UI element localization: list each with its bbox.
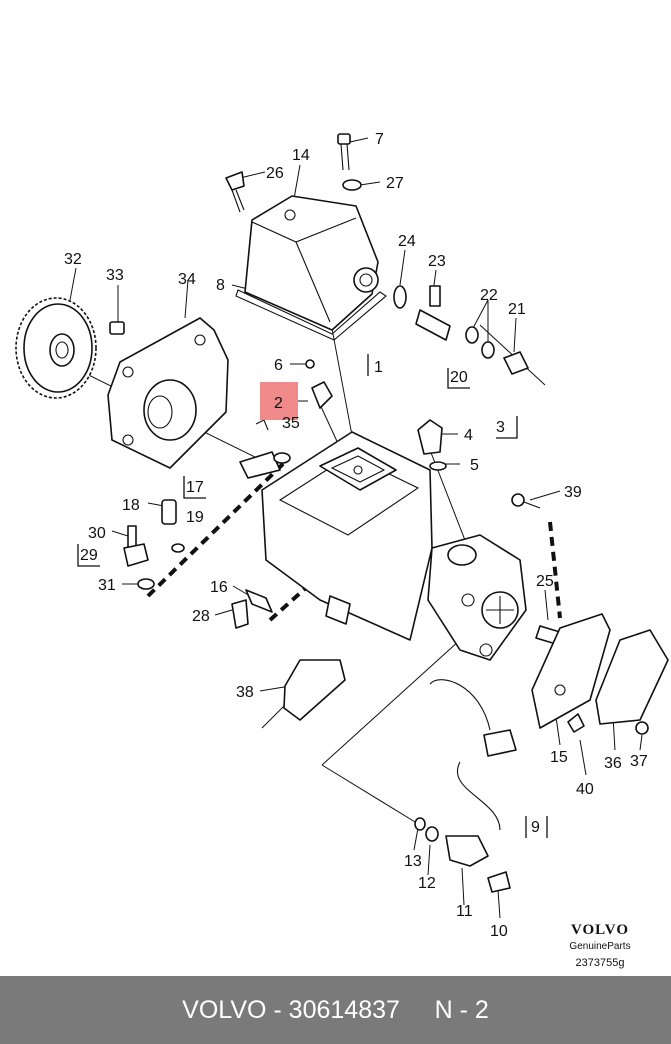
highlight-box: [260, 382, 298, 420]
diagram-code: 2373755g: [575, 957, 625, 969]
callout-13: 13: [404, 853, 422, 870]
volvo-genuine-parts-logo: VOLVO GenuineParts 2373755g: [560, 922, 640, 969]
callout-19: 19: [186, 509, 204, 526]
brand-subtitle: GenuineParts: [569, 941, 631, 952]
footer-bar: VOLVO - 30614837 N - 2: [0, 976, 671, 1044]
callout-15: 15: [550, 749, 568, 766]
callout-27: 27: [386, 175, 404, 192]
callout-35: 35: [282, 415, 300, 432]
brand-logo: VOLVO: [570, 922, 630, 938]
callout-18: 18: [122, 497, 140, 514]
callout-39: 39: [564, 484, 582, 501]
callout-8: 8: [216, 277, 225, 294]
bracket-plate: [107, 317, 229, 469]
callout-5: 5: [470, 457, 479, 474]
callout-21: 21: [508, 301, 526, 318]
callout-34: 34: [178, 271, 196, 288]
callout-26: 26: [266, 165, 284, 182]
pump-body: [239, 431, 527, 661]
sensor-and-fittings: [123, 359, 669, 893]
callout-29: 29: [80, 547, 98, 564]
callout-9: 9: [531, 819, 540, 836]
callout-10: 10: [490, 923, 508, 940]
footer-text: VOLVO - 30614837 N - 2: [182, 995, 489, 1024]
callout-22: 22: [480, 287, 498, 304]
callout-14: 14: [292, 147, 310, 164]
callout-37: 37: [630, 753, 648, 770]
callout-11: 11: [456, 903, 473, 920]
callout-33: 33: [106, 267, 124, 284]
callout-1: 1: [374, 359, 383, 376]
callout-12: 12: [418, 875, 436, 892]
callout-7: 7: [375, 131, 384, 148]
callout-32: 32: [64, 251, 82, 268]
callout-4: 4: [464, 427, 473, 444]
callout-labels: 7 14 26 27 24 23 22 21 8 32 33 34 6 1 20…: [64, 131, 648, 940]
callout-25: 25: [536, 573, 554, 590]
callout-23: 23: [428, 253, 446, 270]
callout-40: 40: [576, 781, 594, 798]
callout-24: 24: [398, 233, 416, 250]
callout-3: 3: [496, 419, 505, 436]
callout-38: 38: [236, 684, 254, 701]
exploded-parts-diagram: 7 14 26 27 24 23 22 21 8 32 33 34 6 1 20…: [15, 131, 669, 940]
callout-16: 16: [210, 579, 228, 596]
callout-36: 36: [604, 755, 622, 772]
top-cover-assembly: [225, 133, 529, 375]
callout-20: 20: [450, 369, 468, 386]
callout-2: 2: [274, 395, 283, 412]
callout-17: 17: [186, 479, 204, 496]
callout-30: 30: [88, 525, 106, 542]
callout-6: 6: [274, 357, 283, 374]
callout-31: 31: [98, 577, 116, 594]
reference-brackets: [77, 354, 548, 838]
callout-28: 28: [192, 608, 210, 625]
timing-gear: [15, 297, 97, 399]
